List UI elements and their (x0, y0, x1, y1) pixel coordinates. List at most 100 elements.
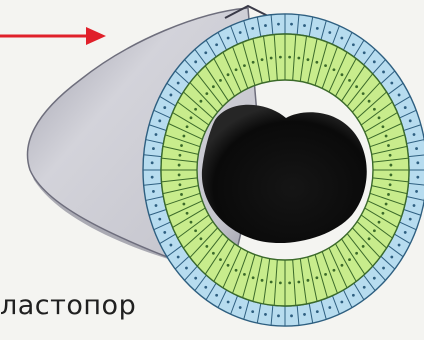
mesoderm-cell-nucleus (389, 174, 392, 177)
mesoderm-cell-nucleus (279, 56, 282, 59)
mesoderm-cell-nucleus (355, 85, 358, 88)
mesoderm-cell-nucleus (315, 61, 318, 64)
mesoderm-cell-nucleus (227, 264, 230, 267)
ectoderm-cell-nucleus (185, 71, 188, 74)
mesoderm-cell-nucleus (373, 108, 376, 111)
mesoderm-cell-nucleus (178, 164, 181, 167)
ectoderm-cell-nucleus (316, 310, 319, 313)
ectoderm-cell-nucleus (170, 244, 173, 247)
ectoderm-cell-nucleus (398, 244, 401, 247)
mesoderm-cell-nucleus (307, 279, 310, 282)
mesoderm-cell-nucleus (297, 57, 300, 60)
mesoderm-cell-nucleus (190, 116, 193, 119)
ectoderm-cell-nucleus (328, 306, 331, 309)
ectoderm-cell-nucleus (373, 60, 376, 63)
mesoderm-cell-nucleus (235, 269, 238, 272)
ectoderm-cell-nucleus (404, 231, 407, 234)
ectoderm-cell-nucleus (204, 51, 207, 54)
ectoderm-cell-nucleus (390, 82, 393, 85)
ectoderm-cell-nucleus (264, 313, 267, 316)
ectoderm-cell-nucleus (163, 106, 166, 109)
mesoderm-cell-nucleus (382, 125, 385, 128)
mesoderm-cell-nucleus (186, 212, 189, 215)
ectoderm-cell-nucleus (158, 119, 161, 122)
ectoderm-cell-nucleus (303, 313, 306, 316)
mesoderm-cell-nucleus (387, 144, 390, 147)
mesoderm-cell-nucleus (324, 273, 327, 276)
ectoderm-cell-nucleus (416, 161, 419, 164)
mesoderm-cell-nucleus (270, 57, 273, 60)
mesoderm-cell-nucleus (212, 85, 215, 88)
mesoderm-cell-nucleus (219, 258, 222, 261)
ectoderm-cell-nucleus (163, 231, 166, 234)
ectoderm-cell-nucleus (204, 286, 207, 289)
blastopore-label: ластопор (0, 290, 136, 321)
mesoderm-cell-nucleus (288, 281, 291, 284)
ectoderm-cell-nucleus (328, 31, 331, 34)
mesoderm-cell-nucleus (200, 237, 203, 240)
mesoderm-cell-nucleus (252, 276, 255, 279)
ectoderm-cell-nucleus (316, 27, 319, 30)
ectoderm-cell-nucleus (303, 24, 306, 27)
ectoderm-cell-nucleus (416, 176, 419, 179)
ectoderm-cell-nucleus (194, 277, 197, 280)
mesoderm-cell-nucleus (190, 221, 193, 224)
ectoderm-cell-nucleus (277, 23, 280, 26)
ectoderm-cell-nucleus (390, 256, 393, 259)
mesoderm-cell-nucleus (235, 68, 238, 71)
arrow (0, 27, 106, 45)
mesoderm-cell-nucleus (385, 135, 388, 138)
mesoderm-cell-nucleus (378, 221, 381, 224)
mesoderm-cell-nucleus (180, 193, 183, 196)
mesoderm-cell-nucleus (178, 174, 181, 177)
ectoderm-cell-nucleus (382, 267, 385, 270)
mesoderm-cell-nucleus (212, 252, 215, 255)
ectoderm-cell-nucleus (363, 286, 366, 289)
mesoderm-cell-nucleus (183, 203, 186, 206)
ectoderm-cell-nucleus (177, 82, 180, 85)
mesoderm-cell-nucleus (362, 245, 365, 248)
ectoderm-cell-nucleus (409, 119, 412, 122)
ectoderm-cell-nucleus (227, 37, 230, 40)
mesoderm-cell-nucleus (205, 92, 208, 95)
ectoderm-cell-nucleus (277, 314, 280, 317)
mesoderm-cell-nucleus (382, 212, 385, 215)
mesoderm-cell-nucleus (194, 229, 197, 232)
ectoderm-cell-nucleus (155, 133, 158, 136)
mesoderm-cell-nucleus (373, 229, 376, 232)
mesoderm-cell-nucleus (385, 203, 388, 206)
ectoderm-cell-nucleus (170, 94, 173, 97)
mesoderm-cell-nucleus (389, 164, 392, 167)
mesoderm-cell-nucleus (297, 281, 300, 284)
ectoderm-cell-nucleus (264, 24, 267, 27)
ectoderm-cell-nucleus (251, 310, 254, 313)
mesoderm-cell-nucleus (279, 281, 282, 284)
mesoderm-cell-nucleus (205, 245, 208, 248)
mesoderm-cell-nucleus (348, 79, 351, 82)
mesoderm-cell-nucleus (194, 108, 197, 111)
ectoderm-cell-nucleus (373, 277, 376, 280)
ectoderm-cell-nucleus (227, 301, 230, 304)
mesoderm-cell-nucleus (355, 252, 358, 255)
mesoderm-cell-nucleus (200, 100, 203, 103)
mesoderm-cell-nucleus (261, 58, 264, 61)
mesoderm-cell-nucleus (243, 273, 246, 276)
ectoderm-cell-nucleus (158, 218, 161, 221)
ectoderm-cell-nucleus (155, 204, 158, 207)
ectoderm-cell-nucleus (151, 161, 154, 164)
mesoderm-cell-nucleus (333, 68, 336, 71)
ectoderm-cell-nucleus (215, 43, 218, 46)
mesoderm-cell-nucleus (324, 64, 327, 67)
ectoderm-cell-nucleus (177, 256, 180, 259)
mesoderm-cell-nucleus (368, 237, 371, 240)
ectoderm-cell-nucleus (290, 23, 293, 26)
mesoderm-cell-nucleus (348, 258, 351, 261)
mesoderm-cell-nucleus (179, 154, 182, 157)
mesoderm-cell-nucleus (227, 73, 230, 76)
ectoderm-cell-nucleus (404, 106, 407, 109)
mesoderm-cell-nucleus (179, 183, 182, 186)
mesoderm-cell-nucleus (378, 116, 381, 119)
ectoderm-cell-nucleus (398, 94, 401, 97)
